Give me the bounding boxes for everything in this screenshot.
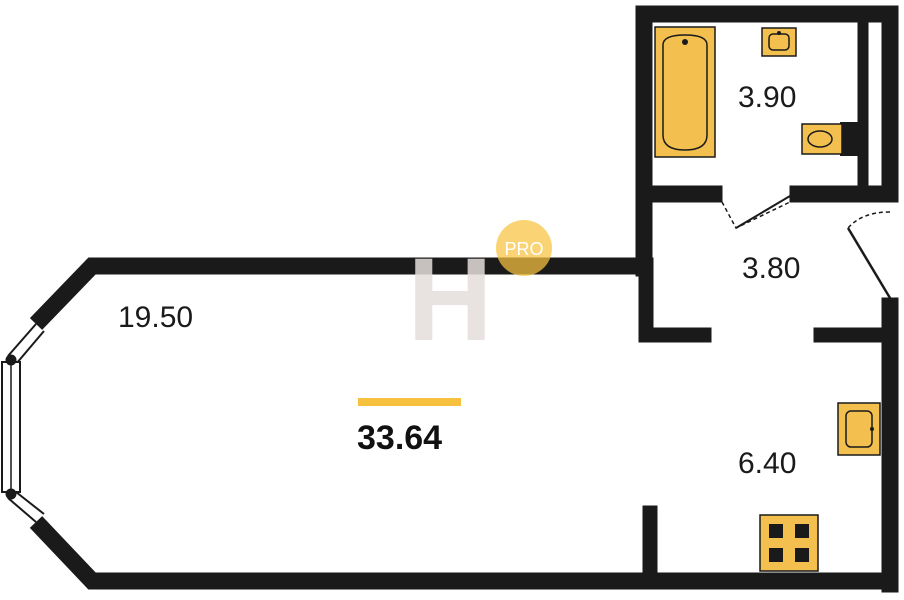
bathtub-icon xyxy=(654,26,716,158)
total-area: 33.64 xyxy=(357,419,442,457)
total-area-accent-bar xyxy=(358,398,461,406)
stove-icon xyxy=(759,514,819,572)
bathroom-bottom-wall-left xyxy=(635,185,723,203)
hall-bottom-wall-left xyxy=(638,327,712,343)
kitchen-sink-icon xyxy=(837,402,881,456)
living-room-outer-wall xyxy=(29,257,645,330)
pro-badge-text: PRO xyxy=(504,239,543,259)
bay-window-upper xyxy=(7,323,37,357)
toilet-icon xyxy=(801,122,858,156)
bathroom-top-wall xyxy=(635,5,899,23)
kitchen-partition xyxy=(642,505,658,577)
walls xyxy=(29,5,899,593)
room-area-living: 19.50 xyxy=(118,301,193,334)
living-room-lower-wall xyxy=(29,516,890,590)
door-icon xyxy=(721,195,892,299)
bathroom-inner-right-wall xyxy=(857,21,869,189)
room-area-kitchen: 6.40 xyxy=(738,447,796,480)
watermark-logo: H PRO xyxy=(407,220,552,366)
pro-badge xyxy=(496,220,552,276)
bathroom-bottom-wall-right xyxy=(789,185,899,203)
right-outer-wall-lower xyxy=(881,297,899,593)
bay-window-upper-inner xyxy=(15,330,45,365)
window-icon xyxy=(1,323,45,523)
watermark-letter: H xyxy=(407,234,492,366)
bathroom-door-leaf xyxy=(735,195,791,229)
room-area-bathroom: 3.90 xyxy=(738,81,796,114)
bay-window-lower-inner xyxy=(15,491,45,515)
window-joint-top xyxy=(5,354,17,366)
sink-icon xyxy=(761,27,797,57)
right-outer-wall-upper xyxy=(881,5,899,203)
entrance-door-leaf xyxy=(846,227,892,299)
room-area-hall: 3.80 xyxy=(742,252,800,285)
window-joint-bottom xyxy=(5,488,17,500)
bathroom-left-wall xyxy=(635,5,653,277)
bay-window-lower xyxy=(7,497,37,523)
